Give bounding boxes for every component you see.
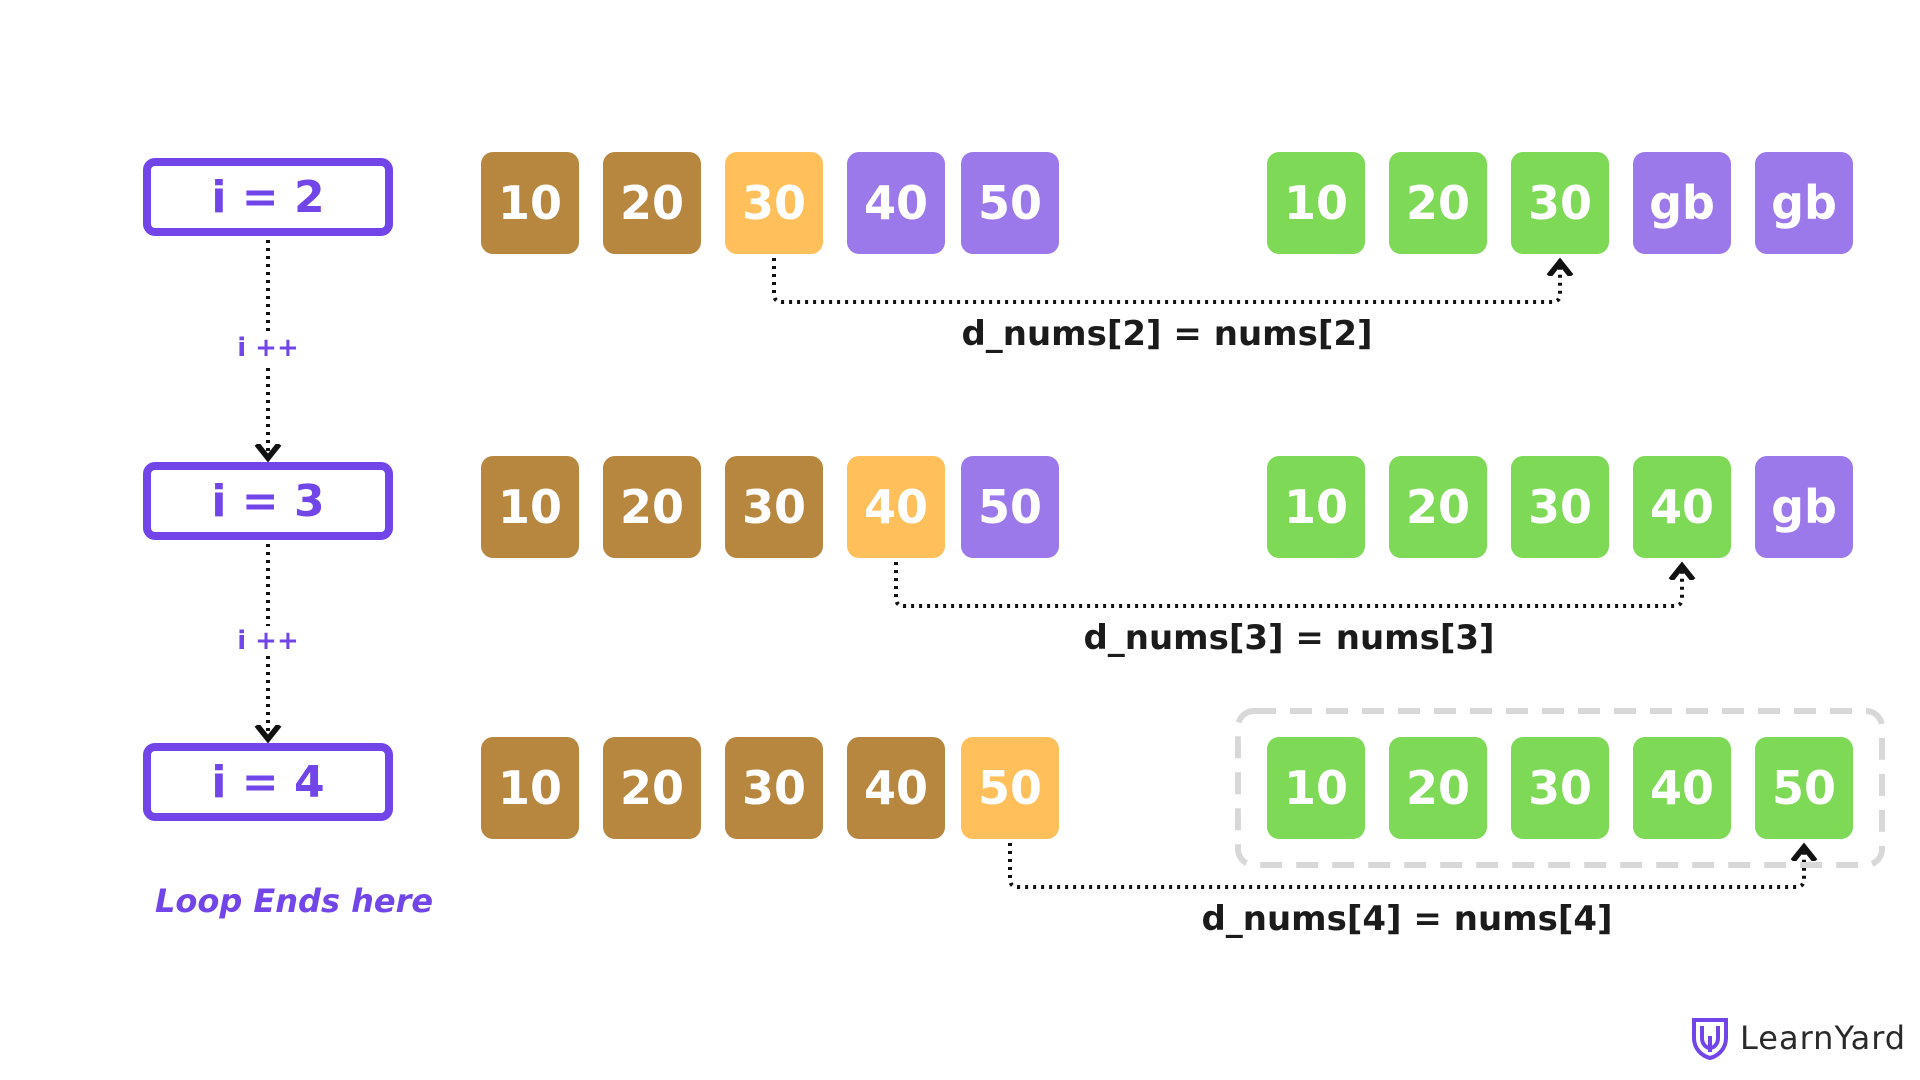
d-nums-cell: gb	[1755, 152, 1853, 254]
d-nums-cell: 40	[1633, 737, 1731, 839]
d-nums-cell: 40	[1633, 456, 1731, 558]
d-nums-cell: 10	[1267, 456, 1365, 558]
nums-cell: 50	[961, 152, 1059, 254]
increment-label: i ++	[233, 625, 303, 656]
nums-cell: 10	[481, 152, 579, 254]
index-box-4: i = 4	[143, 743, 393, 821]
learnyard-shield-icon	[1692, 1018, 1728, 1060]
nums-cell: 50	[961, 737, 1059, 839]
nums-cell: 30	[725, 456, 823, 558]
increment-label: i ++	[233, 333, 303, 363]
d-nums-cell: 30	[1511, 456, 1609, 558]
d-nums-cell: 20	[1389, 456, 1487, 558]
brand-logo: LearnYard	[1690, 1016, 1906, 1060]
d-nums-cell: 20	[1389, 737, 1487, 839]
d-nums-cell: 10	[1267, 737, 1365, 839]
nums-cell: 30	[725, 152, 823, 254]
copy-arrow	[772, 258, 1560, 304]
nums-cell: 50	[961, 456, 1059, 558]
d-nums-cell: 30	[1511, 152, 1609, 254]
assignment-label: d_nums[2] = nums[2]	[961, 314, 1373, 354]
copy-arrow	[894, 562, 1682, 608]
d-nums-cell: 10	[1267, 152, 1365, 254]
nums-cell: 10	[481, 456, 579, 558]
loop-end-label: Loop Ends here	[155, 882, 434, 920]
copy-arrow	[1008, 843, 1804, 889]
nums-cell: 40	[847, 737, 945, 839]
d-nums-cell: 30	[1511, 737, 1609, 839]
d-nums-cell: gb	[1755, 456, 1853, 558]
brand-name: LearnYard	[1740, 1019, 1907, 1057]
d-nums-cell: 50	[1755, 737, 1853, 839]
nums-cell: 30	[725, 737, 823, 839]
assignment-label: d_nums[3] = nums[3]	[1083, 618, 1495, 658]
assignment-label: d_nums[4] = nums[4]	[1201, 899, 1613, 939]
nums-cell: 10	[481, 737, 579, 839]
index-box-3: i = 3	[143, 462, 393, 540]
index-box-2: i = 2	[143, 158, 393, 236]
nums-cell: 40	[847, 152, 945, 254]
nums-cell: 20	[603, 456, 701, 558]
d-nums-cell: 20	[1389, 152, 1487, 254]
nums-cell: 40	[847, 456, 945, 558]
nums-cell: 20	[603, 737, 701, 839]
d-nums-cell: gb	[1633, 152, 1731, 254]
nums-cell: 20	[603, 152, 701, 254]
